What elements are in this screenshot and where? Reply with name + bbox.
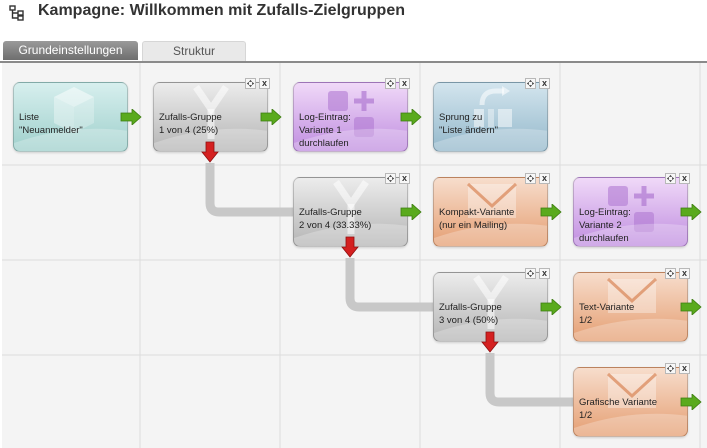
envelope-icon: [434, 182, 547, 246]
move-handle-icon[interactable]: [525, 78, 536, 89]
move-handle-icon[interactable]: [385, 78, 396, 89]
close-icon[interactable]: x: [539, 78, 550, 89]
node-zufalls-gruppe-3[interactable]: Zufalls-Gruppe 3 von 4 (50%): [433, 272, 548, 342]
split-icon: [434, 275, 547, 341]
arrow-right-icon: [540, 204, 562, 220]
tab-bar: Grundeinstellungen Struktur: [0, 41, 707, 63]
envelope-icon: [574, 277, 687, 341]
move-handle-icon[interactable]: [665, 268, 676, 279]
move-handle-icon[interactable]: [665, 363, 676, 374]
close-icon[interactable]: x: [539, 173, 550, 184]
close-icon[interactable]: x: [539, 268, 550, 279]
node-liste[interactable]: Liste "Neuanmelder": [13, 82, 128, 152]
node-sprung-zu[interactable]: Sprung zu "Liste ändern": [433, 82, 548, 152]
split-icon: [294, 180, 407, 246]
log-plus-icon: [574, 186, 687, 246]
tab-grundeinstellungen[interactable]: Grundeinstellungen: [3, 41, 138, 60]
close-icon[interactable]: x: [679, 173, 690, 184]
close-icon[interactable]: x: [399, 173, 410, 184]
arrow-right-icon: [540, 299, 562, 315]
close-icon[interactable]: x: [679, 268, 690, 279]
close-icon[interactable]: x: [259, 78, 270, 89]
tab-struktur[interactable]: Struktur: [142, 41, 246, 61]
jump-icon: [434, 86, 547, 151]
move-handle-icon[interactable]: [525, 173, 536, 184]
split-icon: [154, 85, 267, 151]
arrow-right-icon: [400, 204, 422, 220]
page-header: Kampagne: Willkommen mit Zufalls-Zielgru…: [0, 0, 707, 28]
arrow-right-icon: [260, 109, 282, 125]
arrow-right-icon: [680, 299, 702, 315]
node-grafische-variante[interactable]: Grafische Variante 1/2: [573, 367, 688, 437]
grid-lines: [2, 63, 707, 448]
node-zufalls-gruppe-2[interactable]: Zufalls-Gruppe 2 von 4 (33.33%): [293, 177, 408, 247]
flow-canvas: Liste "Neuanmelder" Zufalls-Gruppe 1 von…: [2, 63, 707, 448]
envelope-icon: [574, 372, 687, 436]
close-icon[interactable]: x: [399, 78, 410, 89]
move-handle-icon[interactable]: [525, 268, 536, 279]
move-handle-icon[interactable]: [385, 173, 396, 184]
node-log-eintrag-1[interactable]: Log-Eintrag: Variante 1 durchlaufen: [293, 82, 408, 152]
node-text-variante[interactable]: Text-Variante 1/2: [573, 272, 688, 342]
log-plus-icon: [294, 91, 407, 151]
node-zufalls-gruppe-1[interactable]: Zufalls-Gruppe 1 von 4 (25%): [153, 82, 268, 152]
tree-structure-icon: [9, 5, 24, 21]
node-kompakt-variante[interactable]: Kompakt-Variante (nur ein Mailing): [433, 177, 548, 247]
arrow-down-icon: [481, 331, 499, 353]
move-handle-icon[interactable]: [665, 173, 676, 184]
arrow-down-icon: [201, 141, 219, 163]
arrow-down-icon: [341, 236, 359, 258]
arrow-right-icon: [400, 109, 422, 125]
arrow-right-icon: [680, 204, 702, 220]
node-log-eintrag-2[interactable]: Log-Eintrag: Variante 2 durchlaufen: [573, 177, 688, 247]
page-title: Kampagne: Willkommen mit Zufalls-Zielgru…: [38, 2, 405, 19]
arrow-right-icon: [680, 394, 702, 410]
list-box-icon: [14, 87, 127, 151]
close-icon[interactable]: x: [679, 363, 690, 374]
arrow-right-icon: [120, 109, 142, 125]
move-handle-icon[interactable]: [245, 78, 256, 89]
